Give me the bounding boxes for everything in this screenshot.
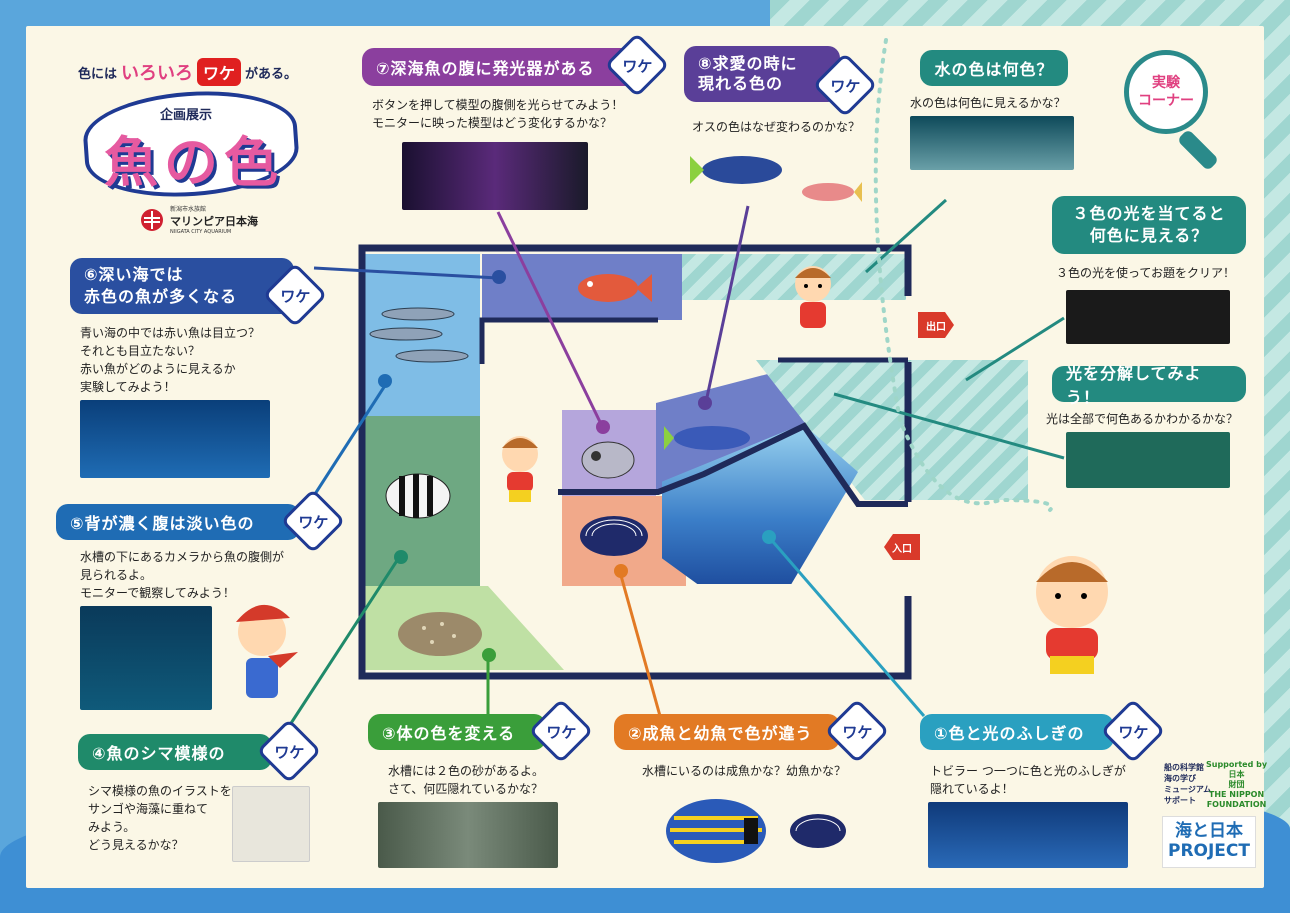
- section-7-wake-text: ワケ: [622, 57, 653, 76]
- section-6-wake-text: ワケ: [280, 287, 311, 306]
- fish-mackerel-icon: [369, 307, 469, 363]
- experiment-2-title: ３色の光を当てると 何色に見える？: [1052, 196, 1246, 254]
- exit-sign: 出口: [918, 312, 954, 338]
- map-dot-2: [614, 564, 628, 578]
- section-5-wake-text: ワケ: [298, 513, 329, 532]
- fish-flounder-icon: [398, 612, 482, 656]
- fish-red-deepsea-icon: [578, 274, 652, 302]
- tagline-iroiro: いろいろ: [121, 63, 194, 84]
- section-8-desc: オスの色はなぜ変わるのかな？: [692, 120, 861, 134]
- sponsor-museum-support: 船の科学館 海の学び ミュージアム サポート: [1164, 763, 1212, 805]
- fish-wrasse-male-icon: [690, 156, 782, 184]
- section-7-desc: ボタンを押して模型の腹側を光らせてみよう！ モニターに映った模型はどう変化するか…: [372, 98, 624, 130]
- section-1-photo: [928, 802, 1128, 868]
- experiment-corner-badge: 実験 コーナー: [1124, 50, 1208, 134]
- aquarium-name-en: NIIGATA CITY AQUARIUM: [170, 229, 232, 235]
- header-tagline: 色には いろいろ ワケ がある。: [78, 58, 297, 86]
- kid-character-large: [1036, 556, 1108, 674]
- aquarium-logo: 新潟市水族館 マリンピア日本海 NIIGATA CITY AQUARIUM: [140, 204, 258, 235]
- experiment-3-title: 光を分解してみよう！: [1052, 364, 1246, 407]
- section-4-desc: シマ模様の魚のイラストを サンゴや海藻に重ねて みよう。 どう見えるかな？: [88, 784, 232, 852]
- section-1-title: ①色と光のふしぎの: [920, 714, 1114, 750]
- tagline-wake: ワケ: [197, 58, 242, 86]
- experiment-3-photo: [1066, 432, 1230, 488]
- experiment-1-desc: 水の色は何色に見えるかな？: [910, 96, 1066, 110]
- section-1-wake-text: ワケ: [1118, 723, 1149, 742]
- section-8-wake-text: ワケ: [830, 77, 861, 96]
- section-7-title: ⑦深海魚の腹に発光器がある: [362, 48, 644, 86]
- fish-adult-emperor-angelfish-icon: [666, 799, 766, 863]
- section-8-title: ⑧求愛の時に 現れる色の: [684, 46, 840, 102]
- section-6-title: ⑥深い海では 赤色の魚が多くなる: [70, 258, 294, 314]
- aquarium-logo-mark-icon: [141, 208, 163, 231]
- experiment-2-photo: [1066, 290, 1230, 344]
- fish-hatchetfish-icon: [581, 441, 635, 479]
- section-3-title: ③体の色を変える: [368, 714, 546, 750]
- section-5-desc: 水槽の下にあるカメラから魚の腹側が 見られるよ。 モニターで観察してみよう！: [80, 550, 285, 600]
- sponsor-nippon-foundation: Supported by 日本 財団 THE NIPPON FOUNDATION: [1206, 760, 1268, 809]
- section-7-photo: [402, 142, 588, 210]
- section-3-photo: [378, 802, 558, 868]
- map-dot-8: [698, 396, 712, 410]
- section-6-photo: [80, 400, 270, 478]
- fish-wrasse-female-icon: [802, 182, 862, 202]
- kid-character-middle: [502, 436, 538, 502]
- map-dot-3: [482, 648, 496, 662]
- fish-wrasse-icon: [664, 426, 750, 450]
- fish-striped-damsel-icon: [385, 473, 451, 519]
- guide-character: [236, 604, 298, 698]
- fish-juvenile-angelfish-icon: [580, 516, 648, 556]
- section-2-title: ②成魚と幼魚で色が違う: [614, 714, 840, 750]
- experiment-2-desc: ３色の光を使ってお題をクリア！: [1056, 266, 1236, 280]
- zone-top-stripe: [682, 254, 906, 300]
- map-dot-5: [378, 374, 392, 388]
- section-2-desc: 水槽にいるのは成魚かな？幼魚かな？: [642, 764, 847, 778]
- section-3-wake-text: ワケ: [546, 723, 577, 742]
- section-2-wake-text: ワケ: [842, 723, 873, 742]
- experiment-3-desc: 光は全部で何色あるかわかるかな？: [1046, 412, 1239, 426]
- experiment-1-photo: [910, 116, 1074, 170]
- page-title: 魚の色: [104, 131, 284, 194]
- zone-left-blue: [364, 254, 480, 426]
- experiment-corner-label: 実験 コーナー: [1138, 75, 1194, 109]
- section-1-desc: トビラー つ一つに色と光のふしぎが 隠れているよ！: [930, 764, 1126, 796]
- tagline-pre: 色には: [78, 66, 118, 82]
- aquarium-name: マリンピア日本海: [170, 215, 258, 228]
- title-subtitle: 企画展示: [160, 108, 213, 123]
- aquarium-org-small: 新潟市水族館: [170, 206, 207, 213]
- section-5-title: ⑤背が濃く腹は淡い色の: [56, 504, 300, 540]
- section-4-title: ④魚のシマ模様の: [78, 734, 272, 770]
- section-4-wake-text: ワケ: [274, 743, 305, 762]
- section-6-desc: 青い海の中では赤い魚は目立つ？ それとも目立たない？ 赤い魚がどのように見えるか…: [80, 326, 261, 394]
- section-4-photo: [232, 786, 310, 862]
- map-dot-6: [492, 270, 506, 284]
- sponsor-umi-to-nippon: 海と日本 PROJECT: [1162, 816, 1256, 868]
- section-5-photo: [80, 606, 212, 710]
- tagline-post: がある。: [245, 66, 298, 82]
- fish-juvenile-emperor-angelfish-icon: [790, 814, 846, 848]
- section-3-desc: 水槽には２色の砂があるよ。 さて、何匹隠れているかな？: [388, 764, 545, 796]
- experiment-1-title: 水の色は何色？: [920, 50, 1068, 86]
- kid-character-top: [795, 266, 831, 328]
